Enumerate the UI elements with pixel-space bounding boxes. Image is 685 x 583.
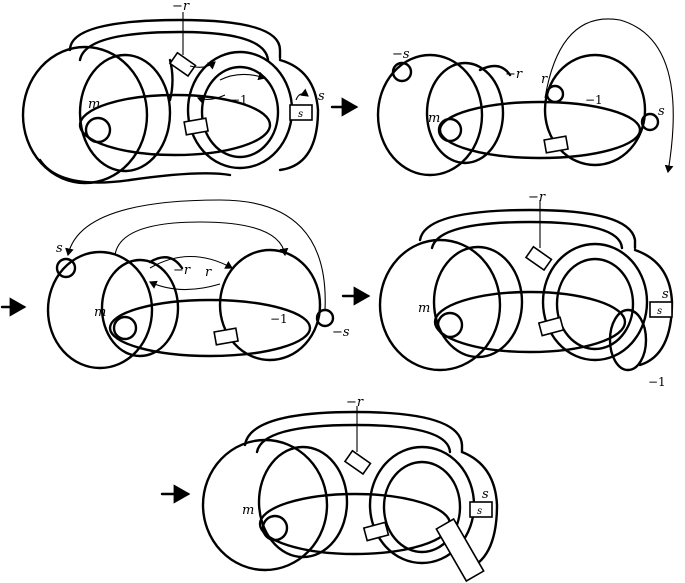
panel-2: −s −r r −1 m s: [376, 18, 674, 177]
label-m: m: [428, 111, 440, 126]
slide-arrow: [544, 18, 674, 174]
connector-strand: [478, 64, 512, 77]
left-inner-loop: [100, 258, 180, 358]
twist-box-large: [435, 517, 485, 583]
label-neg-one: −1: [270, 312, 288, 326]
label-s: s: [662, 287, 669, 302]
central-loop: [438, 100, 642, 160]
central-loop: [78, 93, 272, 157]
label-neg-s: −s: [392, 47, 410, 62]
label-s: s: [658, 104, 665, 119]
top-arc-inner: [255, 423, 452, 454]
outer-right-strand: [460, 450, 499, 572]
label-neg-r: −r: [346, 395, 364, 410]
swap-arrow-left: [149, 280, 221, 291]
label-neg-r: −r: [528, 190, 546, 205]
ring-r: [545, 84, 565, 104]
top-arc-inner: [430, 220, 624, 250]
left-component: [201, 438, 329, 572]
label-neg-r: −r: [173, 263, 191, 278]
vertical-strand: [168, 58, 174, 102]
twist-box-1: [537, 316, 565, 337]
box-label-s: s: [477, 506, 482, 517]
label-s: s: [482, 487, 489, 502]
twist-box-s: [649, 301, 673, 318]
label-r: r: [205, 265, 212, 280]
move-arrow-a: [189, 61, 216, 70]
left-component: [46, 250, 154, 370]
label-s: s: [56, 241, 63, 256]
right-inner-loop: [200, 65, 280, 159]
panel-5: −r m s s: [201, 395, 499, 583]
top-arc: [68, 18, 282, 60]
ring-s: [640, 112, 660, 132]
twist-box-r: [168, 51, 197, 78]
right-component: [543, 53, 647, 167]
small-loop: [112, 315, 138, 341]
top-arc: [418, 208, 637, 250]
linking-circle: [608, 308, 648, 372]
right-component: [218, 248, 322, 362]
right-inner-loop: [555, 257, 635, 351]
label-neg-r: −r: [505, 67, 523, 82]
panel-1: m −r −1 s s: [21, 0, 325, 185]
central-loop: [258, 492, 452, 556]
central-loop: [433, 290, 627, 354]
panel-4: −r m s s −1: [378, 190, 674, 389]
ring-neg-s: [391, 61, 413, 83]
move-arrow-c: [196, 94, 226, 105]
panel-3: s −r r m −1 −s: [46, 199, 350, 370]
left-inner-loop: [257, 445, 349, 559]
twist-box-r: [343, 449, 372, 476]
label-s: s: [318, 89, 325, 104]
small-loop: [84, 116, 112, 144]
box-label-s: s: [657, 306, 662, 317]
label-r: r: [541, 72, 548, 87]
central-loop: [108, 298, 312, 358]
twist-box-1: [183, 117, 209, 136]
small-loop: [436, 311, 464, 339]
box-label-s: s: [298, 109, 303, 120]
twist-box-s: [469, 501, 493, 518]
label-m: m: [88, 97, 100, 112]
label-neg-s: −s: [332, 325, 350, 340]
label-neg-one: −1: [585, 93, 603, 107]
top-arc-inner: [78, 30, 270, 62]
outer-right-strand: [278, 58, 320, 172]
top-arc: [243, 410, 464, 454]
left-component: [376, 53, 484, 177]
twist-box-r: [524, 245, 553, 272]
left-inner-loop: [432, 245, 524, 359]
label-m: m: [242, 503, 254, 518]
ring-s: [55, 257, 77, 279]
small-loop: [261, 514, 289, 542]
move-arrow-d: [295, 88, 309, 101]
label-m: m: [418, 301, 430, 316]
small-loop: [437, 117, 463, 143]
right-component: [186, 50, 294, 170]
right-component: [541, 242, 649, 362]
slide-arrow-outer: [65, 199, 326, 311]
bottom-strand: [38, 158, 232, 184]
right-inner-loop: [382, 460, 462, 554]
connector-strand: [148, 256, 184, 270]
left-inner-loop: [425, 61, 505, 165]
left-component: [378, 238, 502, 372]
twist-box-s: [289, 104, 313, 121]
label-neg-one: −1: [648, 375, 666, 389]
swap-arrow-right: [149, 255, 233, 269]
label-neg-one: −1: [230, 93, 248, 107]
slide-arrow-inner: [114, 221, 289, 257]
twist-box-1: [362, 521, 390, 542]
left-inner-loop: [78, 53, 172, 173]
label-neg-r: −r: [172, 0, 190, 14]
twist-box-1: [543, 135, 569, 154]
twist-box-1: [213, 327, 239, 346]
label-m: m: [94, 305, 106, 320]
move-arrow-b: [219, 71, 267, 81]
